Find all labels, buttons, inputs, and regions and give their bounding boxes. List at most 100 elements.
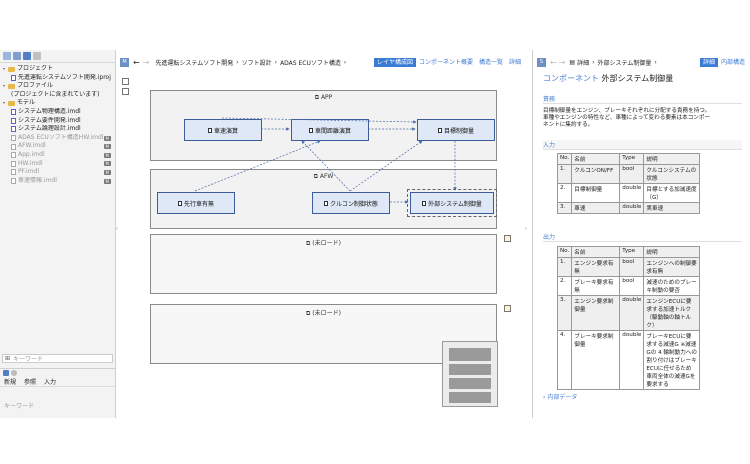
tree-item[interactable]: システム論理設計.imdl [0,125,115,134]
table-cell: 減速のためのブレーキ制動の要否 [643,276,700,296]
back-arrow-icon[interactable]: ← [133,57,140,67]
palette-icon[interactable] [3,370,9,376]
tree-item-label: HW.imdl [18,159,43,167]
table-cell: 4. [556,330,573,390]
breadcrumb-0[interactable]: 先進運転システムソフト開発 [155,59,234,67]
expand-icon[interactable]: ▾ [3,100,6,106]
palette-search-input[interactable]: キーワード [2,401,113,410]
layer-app-title: APP [320,94,333,101]
table-cell: double [619,295,645,331]
tree-item-label: App.imdl [18,150,45,158]
palette-search-placeholder: キーワード [4,403,35,410]
breadcrumb-2[interactable]: ADAS ECUソフト構造 [280,59,341,67]
tree-item[interactable]: 先進運転システムソフト開発.iproj [0,74,115,83]
section-internal-data[interactable]: › 内部データ [543,394,578,401]
edit-layer-icon[interactable] [504,305,511,312]
expand-icon[interactable]: ▾ [3,83,6,89]
detail-panel: S ← → ▤ 詳細 › 外部システム制御量 › 詳細 内部構造 コンポーネント… [532,50,750,418]
layer-afw[interactable]: ⧉ AFW 先行車有無 クルコン制御状態 外部システム制御量 [150,169,497,229]
modified-badge: M [103,152,111,158]
tree-item[interactable]: ▾モデル [0,99,115,108]
detail-nav-label[interactable]: 詳細 [577,59,590,67]
component-icon [324,200,329,206]
section-output[interactable]: 出力 [543,232,742,242]
table-cell: クルコンシステムの状態 [643,164,700,184]
layer-unloaded-2[interactable]: ⧉ (未ロード) [150,304,497,364]
folder-icon [8,101,15,107]
tab-layer-diagram[interactable]: レイヤ構成図 [374,57,416,67]
layer-app[interactable]: ⧉ APP 車速演算 車間距離演算 目標制御量 [150,90,497,161]
tree-item[interactable]: ▾プロジェクト [0,65,115,74]
tab-right-internal[interactable]: 内部構造 [720,58,745,66]
tab-right-detail[interactable]: 詳細 [699,57,718,67]
section-input[interactable]: 入力 [543,140,742,150]
component-cruise-state[interactable]: クルコン制御状態 [312,192,390,214]
layout-tool-icon[interactable] [122,78,129,85]
project-tree: ▾プロジェクト先進運転システムソフト開発.iproj▾プロファイル(プロジェクト… [0,65,115,185]
expand-icon[interactable]: ▾ [3,66,6,71]
collapse-left-handle[interactable]: ‹ [116,226,118,232]
tab-new[interactable]: 新規 [4,379,17,386]
sync-icon[interactable] [23,52,31,60]
file-icon [11,135,16,142]
forward-arrow-icon[interactable]: → [142,57,150,67]
tree-item[interactable]: システム物理構造.imdl [0,108,115,117]
component-distance-calc[interactable]: 車間距離演算 [291,119,369,141]
tree-item-label: システム要件開発.imdl [18,116,81,124]
collapse-right-handle[interactable]: › [525,226,527,232]
arrow-preceding-to-distance [194,140,321,192]
tree-item[interactable]: ▾プロファイル [0,82,115,91]
edit-layer-icon[interactable] [504,235,511,242]
tab-component-overview[interactable]: コンポーネント概要 [418,58,473,66]
tree-item-label: PF.imdl [18,168,39,176]
table-cell: ブレーキ要求有無 [571,276,621,296]
tree-item[interactable]: App.imdl M [0,151,115,160]
back-arrow-icon[interactable]: ← [550,57,557,67]
tree-item-label: 車速情報.imdl [18,176,57,184]
new-icon[interactable] [3,52,11,60]
file-icon [11,152,16,159]
layer-unloaded-1-title: (未ロード) [312,240,341,247]
search-input[interactable]: ⊞ キーワード [2,354,113,363]
tab-input[interactable]: 入力 [44,379,57,386]
component-preceding-vehicle[interactable]: 先行車有無 [157,192,235,214]
section-input-label: 入力 [543,142,556,149]
component-target-control[interactable]: 目標制御量 [417,119,495,141]
forward-arrow-icon[interactable]: → [558,57,566,67]
detail-nav-title[interactable]: 外部システム制御量 [597,59,652,67]
tree-item[interactable]: システム要件開発.imdl [0,117,115,126]
refresh-icon[interactable] [33,52,41,60]
palette-panel: 新規 参照 入力 キーワード [0,368,116,418]
component-external-control[interactable]: 外部システム制御量 [407,189,497,217]
open-icon[interactable] [13,52,21,60]
arrow-cruise-to-target [349,140,423,192]
tree-item[interactable]: (プロジェクトに含まれています) [0,91,115,100]
tree-item[interactable]: HW.imdl M [0,160,115,169]
column-header: No. [556,153,573,165]
section-responsibility: 責務 [543,94,742,104]
tab-structure-list[interactable]: 構造一覧 [478,58,503,66]
breadcrumb-1[interactable]: ソフト設計 [241,59,272,67]
column-header: 名前 [571,246,621,258]
layer-tool-icon[interactable] [122,88,129,95]
info-icon[interactable] [11,370,17,376]
minimap[interactable] [442,341,498,407]
component-vehicle-speed[interactable]: 車速演算 [184,119,262,141]
tab-detail[interactable]: 詳細 [508,58,521,66]
table-cell: 2. [556,276,573,296]
tab-ref[interactable]: 参照 [24,379,37,386]
layer-unloaded-1[interactable]: ⧉ (未ロード) [150,234,497,294]
modified-badge: M [103,161,111,167]
